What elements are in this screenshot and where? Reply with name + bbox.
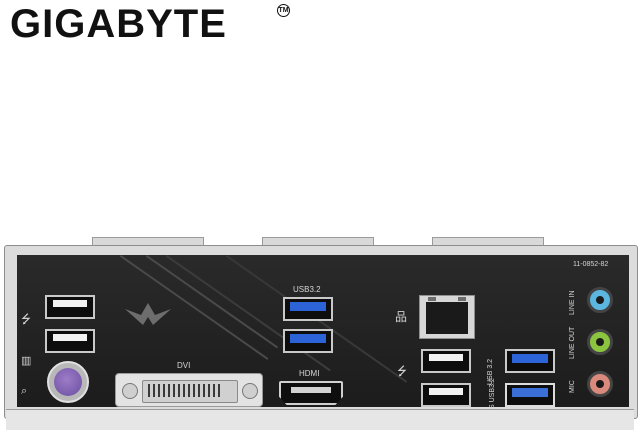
shield-bottom-rail — [6, 409, 634, 430]
hdmi-port — [279, 381, 343, 405]
dvi-label: DVI — [177, 361, 191, 370]
rear-panel: ⭍ ▥ ⌕ DVI USB3.2 — [17, 255, 629, 421]
usb-port — [421, 383, 471, 407]
line-out-label: LINE OUT — [569, 326, 576, 359]
usb-port — [45, 329, 95, 353]
line-out-jack — [587, 329, 613, 355]
mic-label: MIC — [569, 380, 576, 393]
line-in-jack — [587, 287, 613, 313]
lan-port — [419, 295, 475, 339]
usb3-port — [283, 297, 333, 321]
mouse-icon: ⌕ — [21, 385, 28, 397]
line-in-label: LINE IN — [569, 290, 576, 315]
ps2-port — [47, 361, 89, 403]
usb-port — [421, 349, 471, 373]
usb3-port — [505, 349, 555, 373]
network-icon: 品 — [395, 310, 408, 324]
dvi-port — [115, 373, 263, 407]
aorus-logo-icon — [125, 303, 171, 325]
shield-tab — [432, 237, 544, 248]
mic-jack — [587, 371, 613, 397]
keyboard-icon: ▥ — [21, 355, 32, 367]
usb-icon: ⭍ — [397, 364, 407, 378]
usb-port — [45, 295, 95, 319]
hdmi-label: HDMI — [299, 369, 320, 378]
usb3-port — [283, 329, 333, 353]
shield-tab — [92, 237, 204, 248]
shield-tab — [262, 237, 374, 248]
io-shield: ⭍ ▥ ⌕ DVI USB3.2 — [0, 237, 640, 433]
trademark-symbol: TM — [277, 4, 290, 17]
model-code: 11-0852-82 — [573, 261, 609, 268]
usb-icon: ⭍ — [21, 312, 31, 326]
gigabyte-logo: GIGABYTE — [10, 2, 227, 46]
bios-usb3-port — [505, 383, 555, 407]
shield-plate: ⭍ ▥ ⌕ DVI USB3.2 — [4, 245, 638, 421]
decor-stripe — [145, 255, 279, 349]
usb32-label: USB3.2 — [293, 285, 321, 294]
